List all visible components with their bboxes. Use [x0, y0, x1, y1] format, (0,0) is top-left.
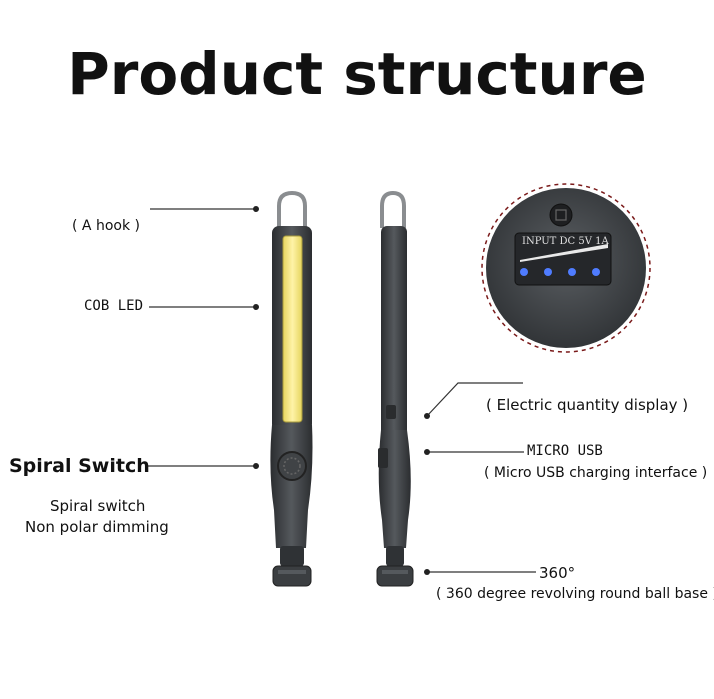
- rotation-label: 360°: [539, 564, 576, 582]
- rotation-desc: ( 360 degree revolving round ball base ): [436, 586, 714, 602]
- indicator-dot-4: [592, 268, 600, 276]
- page-title: Product structure: [67, 40, 647, 108]
- zoom-detail: [481, 183, 651, 353]
- cob-led-strip: [282, 235, 303, 423]
- spiral-switch-knob: [277, 451, 307, 481]
- electric-quantity-label: ( Electric quantity display ): [486, 396, 689, 414]
- hook-side: [380, 190, 406, 228]
- power-button-icon: [549, 203, 573, 227]
- side-light: [376, 190, 414, 587]
- front-light: [270, 190, 313, 587]
- indicator-panel: [514, 232, 612, 286]
- spiral-switch-heading: Spiral Switch: [9, 455, 150, 477]
- input-rating-text: INPUT DC 5V 1A: [522, 236, 609, 247]
- spiral-switch-line2: Non polar dimming: [25, 518, 169, 536]
- hook-label: ( A hook ): [72, 218, 140, 234]
- cob-led-label: COB LED: [84, 298, 144, 314]
- ball-base-front: [272, 565, 312, 587]
- indicator-dot-1: [520, 268, 528, 276]
- micro-usb-label: MICRO USB: [527, 443, 603, 459]
- indicator-dot-2: [544, 268, 552, 276]
- micro-usb-desc: ( Micro USB charging interface ): [484, 465, 708, 481]
- ball-base-side: [376, 565, 414, 587]
- indicator-dot-3: [568, 268, 576, 276]
- spiral-switch-line1: Spiral switch: [50, 497, 146, 515]
- hook-front: [277, 190, 307, 228]
